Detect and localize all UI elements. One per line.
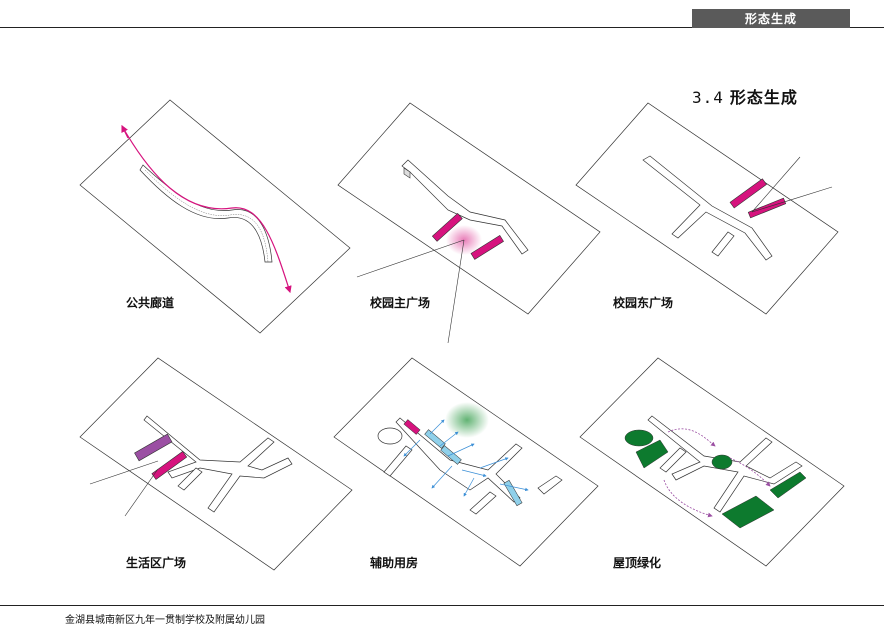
caption-east-plaza: 校园东广场 [613, 296, 674, 310]
site-plate [575, 102, 839, 315]
plaza-edge-building [431, 212, 463, 242]
leader-line [751, 156, 801, 213]
caption-living-plaza: 生活区广场 [126, 556, 187, 570]
caption-auxiliary-rooms: 辅助用房 [370, 556, 419, 570]
building-mass [177, 467, 203, 491]
building-mass [711, 231, 735, 257]
caption-main-plaza: 校园主广场 [370, 296, 431, 310]
building-mass [659, 447, 687, 473]
caption-public-corridor: 公共廊道 [126, 296, 175, 310]
section-number: 3.4 [692, 88, 724, 107]
header-tab: 形态生成 [692, 9, 850, 28]
leader-line [751, 186, 833, 213]
site-plate [579, 357, 845, 567]
panel-living-plaza [79, 357, 353, 571]
footer-rule [0, 605, 884, 606]
blue-arrows [403, 419, 529, 497]
panel-roof-greening [579, 357, 845, 567]
auxiliary-block [403, 419, 421, 435]
roof-green-patch [721, 495, 775, 529]
leader-line [447, 239, 465, 344]
site-plate [79, 99, 351, 334]
leader-line [89, 460, 159, 485]
green-glow [445, 402, 489, 438]
plaza-edge-building [729, 178, 767, 209]
caption-roof-greening: 屋顶绿化 [613, 556, 662, 570]
section-title: 3.4 形态生成 [692, 84, 798, 108]
corridor-axis-arrow [121, 125, 292, 294]
corridor-ribbing [144, 169, 269, 263]
site-plate [333, 357, 599, 567]
site-plate [79, 357, 353, 571]
auxiliary-block [424, 429, 446, 449]
leader-line [124, 468, 159, 517]
footer-project-name: 金湖县城南新区九年一贯制学校及附属幼儿园 [65, 615, 265, 626]
panel-public-corridor [79, 99, 351, 334]
auxiliary-block [503, 479, 523, 507]
corridor-axis-arrow-start [121, 124, 129, 139]
purple-link-arrows [663, 428, 771, 518]
roof-green-patch [711, 454, 733, 470]
site-plate [337, 102, 601, 315]
roof-green-patch [624, 429, 654, 447]
section-title-text: 形态生成 [729, 88, 798, 107]
building-mass [537, 475, 563, 495]
building-mass [143, 415, 293, 513]
building-mass [377, 427, 403, 445]
roof-green-patch [769, 471, 807, 499]
panel-auxiliary-rooms [333, 357, 599, 567]
building-mass [383, 445, 413, 477]
building-mass [469, 491, 497, 515]
leader-line [356, 239, 465, 278]
plaza-edge-building [470, 235, 504, 260]
plaza-edge-building [134, 433, 173, 462]
plaza-edge-building [151, 450, 188, 480]
building-mass [642, 155, 773, 261]
roof-green-patch [635, 439, 669, 469]
header-rule [0, 27, 884, 28]
building-mass [403, 167, 411, 179]
panel-main-plaza [337, 102, 601, 344]
plaza-edge-building [747, 197, 787, 219]
panel-east-plaza [575, 102, 839, 315]
